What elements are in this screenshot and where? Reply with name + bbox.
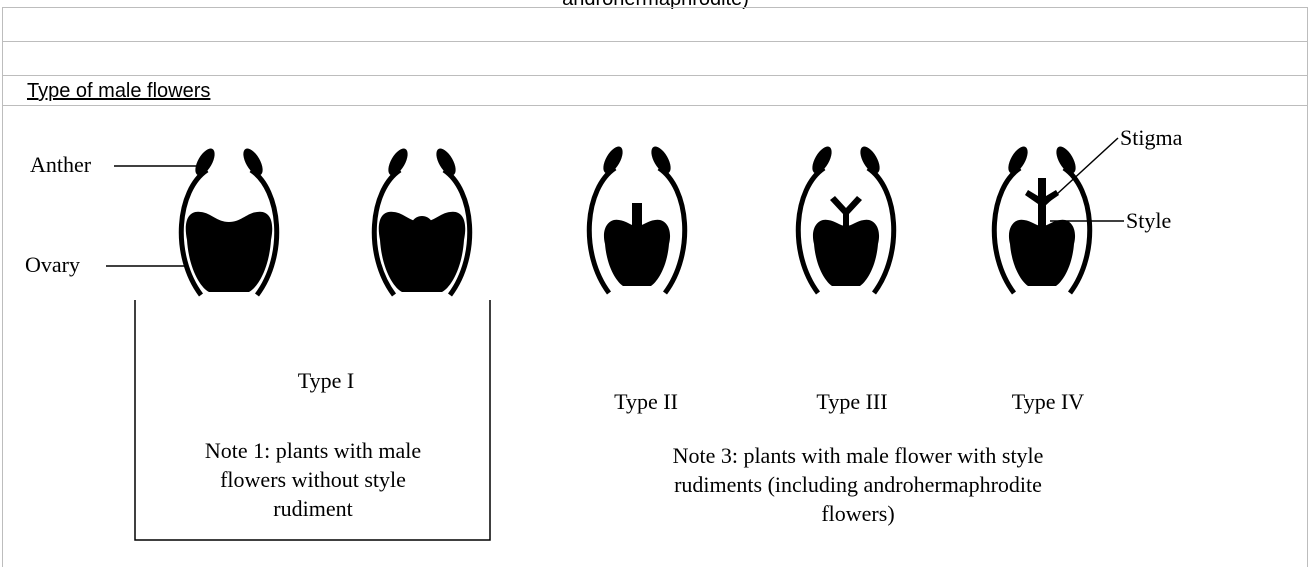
anther-label: Anther	[30, 152, 92, 177]
flower-type4	[994, 144, 1089, 293]
stigma-leader-line	[1044, 138, 1118, 206]
note1-line3: rudiment	[273, 496, 352, 521]
type1-label: Type I	[298, 368, 355, 393]
ovary-label: Ovary	[25, 252, 80, 277]
type3-label: Type III	[816, 389, 887, 414]
flower-type1-b	[374, 146, 469, 295]
note1-line2: flowers without style	[220, 467, 406, 492]
note3-line3: flowers)	[821, 501, 894, 526]
note3-line1: Note 3: plants with male flower with sty…	[673, 443, 1044, 468]
note1-line1: Note 1: plants with male	[205, 438, 421, 463]
flower-type1-a	[181, 146, 276, 295]
type2-label: Type II	[614, 389, 678, 414]
flower-type2	[589, 144, 684, 293]
flower-type3	[798, 144, 893, 293]
note3-line2: rudiments (including androhermaphrodite	[674, 472, 1042, 497]
stigma-label: Stigma	[1120, 125, 1183, 150]
type4-label: Type IV	[1012, 389, 1084, 414]
style-label: Style	[1126, 208, 1171, 233]
